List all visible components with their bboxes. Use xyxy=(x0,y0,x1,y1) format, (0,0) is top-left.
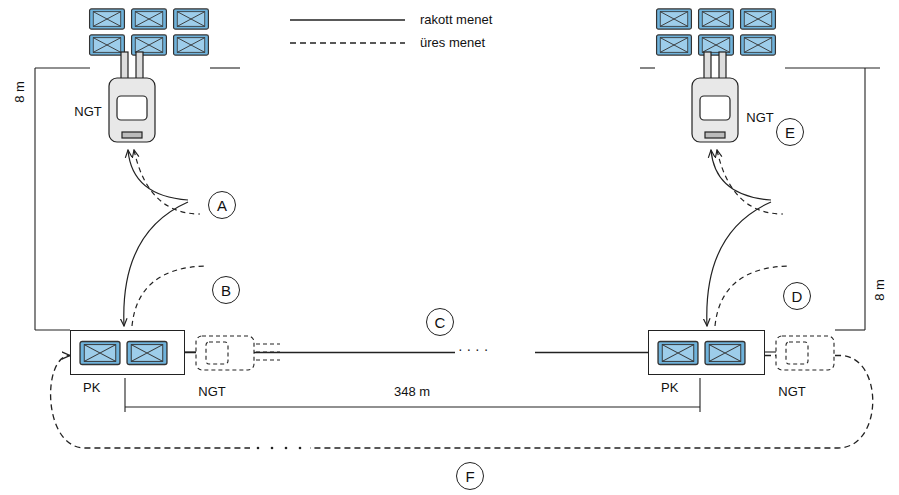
legend-dashed-sample xyxy=(290,42,405,43)
dimension-label: 8 m xyxy=(13,81,27,103)
pallet-stack xyxy=(80,9,775,365)
break-dots xyxy=(257,447,302,450)
dimension-label: 8 m xyxy=(873,279,887,301)
vehicle-label: NGT xyxy=(74,105,101,119)
tractor xyxy=(185,336,834,370)
legend-text: rakott menet xyxy=(420,13,492,27)
legend-text: üres menet xyxy=(420,36,485,50)
legend-solid-sample xyxy=(290,19,405,20)
empty-run-line xyxy=(51,356,873,449)
callout-letter: B xyxy=(221,283,231,298)
forklift xyxy=(109,52,738,142)
callout-letter: C xyxy=(435,315,446,330)
callout-letter: A xyxy=(217,198,227,213)
callout-circle: C xyxy=(426,308,454,336)
vehicle-label: NGT xyxy=(198,385,225,399)
dimension-lines xyxy=(35,68,880,412)
break-dots: · · · · xyxy=(458,341,488,357)
platform-box: PK xyxy=(648,330,765,375)
callout-circle: E xyxy=(776,118,804,146)
platform-label: PK xyxy=(83,380,100,395)
vehicle-label: NGT xyxy=(746,111,773,125)
movement-paths xyxy=(124,150,788,326)
callout-circle: A xyxy=(208,191,236,219)
vehicle-label: NGT xyxy=(778,385,805,399)
platform-box: PK xyxy=(70,330,185,375)
callout-circle: F xyxy=(456,462,484,490)
platform-label: PK xyxy=(661,380,678,395)
callout-letter: E xyxy=(785,125,795,140)
callout-letter: D xyxy=(792,289,803,304)
callout-letter: F xyxy=(465,469,474,484)
callout-circle: B xyxy=(212,276,240,304)
dimension-label: 348 m xyxy=(391,385,433,399)
callout-circle: D xyxy=(783,282,811,310)
